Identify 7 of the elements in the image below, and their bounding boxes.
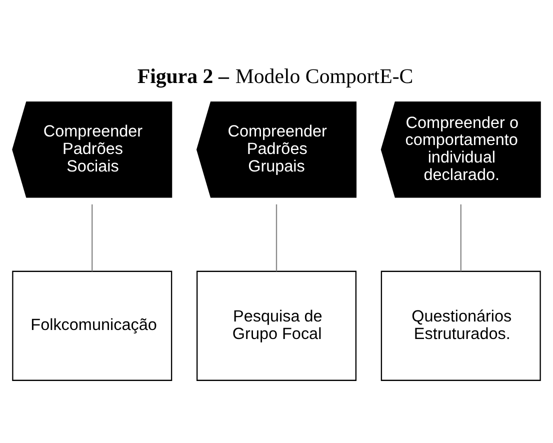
connector <box>460 204 462 272</box>
node-box: Pesquisa de Grupo Focal <box>196 270 356 381</box>
connector <box>276 204 278 272</box>
node-box: Folkcomunicação <box>12 270 172 381</box>
node-box: Questionários Estruturados. <box>380 270 541 381</box>
diagram-title: Figura 2 – Modelo ComportE-C <box>137 64 414 88</box>
connector <box>92 204 93 272</box>
